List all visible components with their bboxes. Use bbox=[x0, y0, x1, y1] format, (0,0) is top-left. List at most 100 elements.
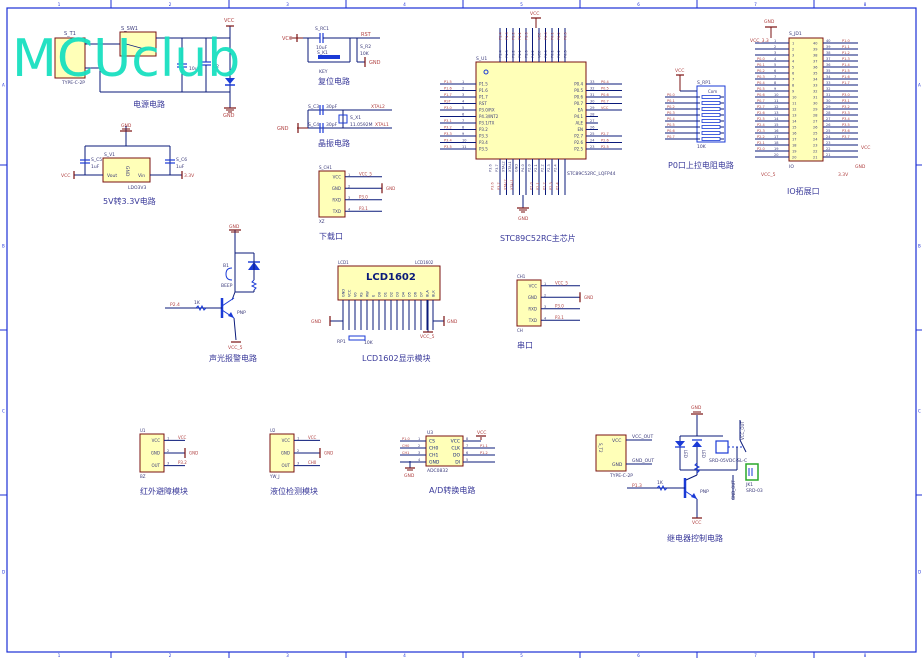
mcu-pin-name: P4.3/INT2 bbox=[479, 114, 499, 119]
led-icon bbox=[225, 78, 235, 84]
lcd-pin-name: D4 bbox=[402, 291, 406, 297]
relay-coil[interactable] bbox=[715, 440, 729, 454]
lcd-rp-ref: RP1 bbox=[337, 339, 346, 345]
io-pin-number: 29 bbox=[826, 105, 830, 109]
ir-pin-name: VCC bbox=[152, 438, 161, 443]
io-pin-net: P1.0 bbox=[842, 39, 850, 43]
io-pin-net: P2.7 bbox=[757, 105, 765, 109]
block-title-mcu: STC89C52RC主芯片 bbox=[500, 233, 576, 243]
x1-ref: S_X1 bbox=[350, 115, 361, 121]
adc-pin-number: 3 bbox=[418, 451, 420, 455]
relay-terminal[interactable] bbox=[745, 463, 759, 481]
io-pin-net: P1.1 bbox=[842, 45, 850, 49]
download-module[interactable] bbox=[318, 170, 346, 218]
lcd-module[interactable] bbox=[337, 265, 441, 301]
lcd-pin-name: RW bbox=[366, 291, 370, 297]
io-pin-net: P3.2 bbox=[842, 105, 850, 109]
download-pin-number: 4 bbox=[348, 207, 351, 211]
mcu-pin-number: 10 bbox=[462, 139, 466, 143]
column-label: 3 bbox=[286, 653, 289, 658]
mcu-pin-net: P0.3 bbox=[564, 32, 568, 40]
mcu-pin-number: 28 bbox=[590, 113, 594, 117]
crystal-part[interactable] bbox=[338, 114, 348, 124]
pin1-marker-icon bbox=[483, 69, 489, 75]
relay-usb-type: TYPE-C-2P bbox=[609, 473, 633, 479]
level-pin-net: VCC bbox=[308, 435, 317, 440]
relay-usb-connector[interactable] bbox=[595, 434, 627, 472]
adc-chip[interactable] bbox=[425, 435, 464, 467]
mcu-pin-number: 32 bbox=[590, 87, 594, 91]
io-part: IO bbox=[789, 164, 794, 170]
io-pin-number: 5 bbox=[774, 63, 776, 67]
mcu-pin-net: P0.1 bbox=[551, 32, 555, 40]
lcd-pin-name: D6 bbox=[414, 292, 418, 297]
mcu-pin-number: 23 bbox=[590, 145, 594, 149]
lcd-pin-name: D3 bbox=[396, 292, 400, 297]
io-pin-net: P1.7 bbox=[842, 81, 850, 85]
column-label: 2 bbox=[169, 653, 172, 658]
mcu-pin-name: P2.5 bbox=[574, 147, 583, 152]
mcu-pin-name: EA bbox=[578, 108, 584, 113]
mcu-pin-net: P0.0 bbox=[544, 32, 548, 40]
mcu-pin-name: P2.1 bbox=[534, 164, 538, 172]
reset-res-value: 10K bbox=[360, 51, 370, 57]
io-pin-inner-number: 24 bbox=[813, 138, 818, 142]
resistor-network[interactable] bbox=[696, 85, 726, 143]
io-header[interactable] bbox=[788, 37, 824, 162]
io-pin-number: 20 bbox=[774, 153, 778, 157]
download-pin-number: 3 bbox=[348, 196, 350, 200]
mcu-pin-name: P1.7 bbox=[479, 95, 488, 100]
adc-pin-number: 2 bbox=[418, 444, 420, 448]
io-pin-number: 18 bbox=[774, 141, 778, 145]
io-pin-inner-number: 37 bbox=[813, 60, 817, 64]
io-pin-inner-number: 7 bbox=[792, 78, 794, 82]
ir-part: BZ bbox=[140, 474, 146, 479]
lcd-ref: LCD1 bbox=[338, 260, 349, 265]
buzzer-net-label: P2.4 bbox=[170, 302, 180, 308]
io-pin-inner-number: 4 bbox=[792, 60, 795, 64]
mcu-pin-number: 6 bbox=[462, 113, 464, 117]
c1-value: 10uF bbox=[189, 66, 201, 72]
io-pin-net: P3.3 bbox=[842, 111, 850, 115]
mcu-pin-name: P0.1 bbox=[551, 50, 555, 58]
mcu-pin-net: P1.5 bbox=[444, 80, 452, 84]
reset-key[interactable] bbox=[318, 55, 340, 59]
row-label: A bbox=[918, 83, 921, 88]
relay-led2-icon bbox=[692, 441, 702, 447]
ldo-regulator[interactable] bbox=[102, 157, 151, 183]
io-pin-inner-number: 28 bbox=[813, 114, 817, 118]
block-title-pullup: P0口上拉电阻电路 bbox=[668, 160, 734, 170]
buzzer-gnd-label: GND bbox=[229, 224, 240, 230]
io-pin-inner-number: 27 bbox=[813, 120, 817, 124]
mcu-pin-name: P4.0 bbox=[521, 164, 525, 172]
mcu-pin-net: P0.6 bbox=[601, 93, 609, 97]
uart-module[interactable] bbox=[516, 279, 542, 327]
mcu-gnd-label: GND bbox=[518, 216, 529, 222]
usb-connector-part[interactable] bbox=[54, 37, 86, 79]
ir-module[interactable] bbox=[139, 433, 165, 473]
row-label: D bbox=[2, 570, 5, 575]
io-pin-inner-number: 21 bbox=[813, 156, 817, 160]
buzzer-r-value: 1K bbox=[194, 300, 201, 306]
lcd-contrast-pot[interactable] bbox=[348, 335, 366, 341]
reset-key-ref: S_K1 bbox=[317, 50, 328, 56]
mcu-pin-name: P3.5 bbox=[479, 147, 488, 152]
reset-key-label: KEY bbox=[319, 69, 328, 75]
block-title-lcd: LCD1602显示模块 bbox=[362, 353, 431, 363]
relay-d2-label: LED bbox=[701, 450, 706, 458]
io-pin-net: P3.6 bbox=[842, 129, 850, 133]
ir-ref: U1 bbox=[140, 428, 146, 433]
io-pin-number: 17 bbox=[774, 135, 778, 139]
io-pin-number: 10 bbox=[774, 93, 778, 97]
io-pin-number: 27 bbox=[826, 117, 830, 121]
adc-pin-number: 5 bbox=[466, 458, 468, 462]
mcu-pin-net: P3.7 bbox=[497, 182, 501, 190]
mcu-pin-number: 29 bbox=[590, 106, 594, 110]
lcd-pin-name: D1 bbox=[384, 292, 388, 297]
uart-pin-net: GND bbox=[584, 295, 593, 300]
mcu-chip[interactable] bbox=[475, 61, 587, 160]
mcu-pin-number: 7 bbox=[462, 119, 464, 123]
level-pin-net: GND bbox=[324, 451, 333, 456]
